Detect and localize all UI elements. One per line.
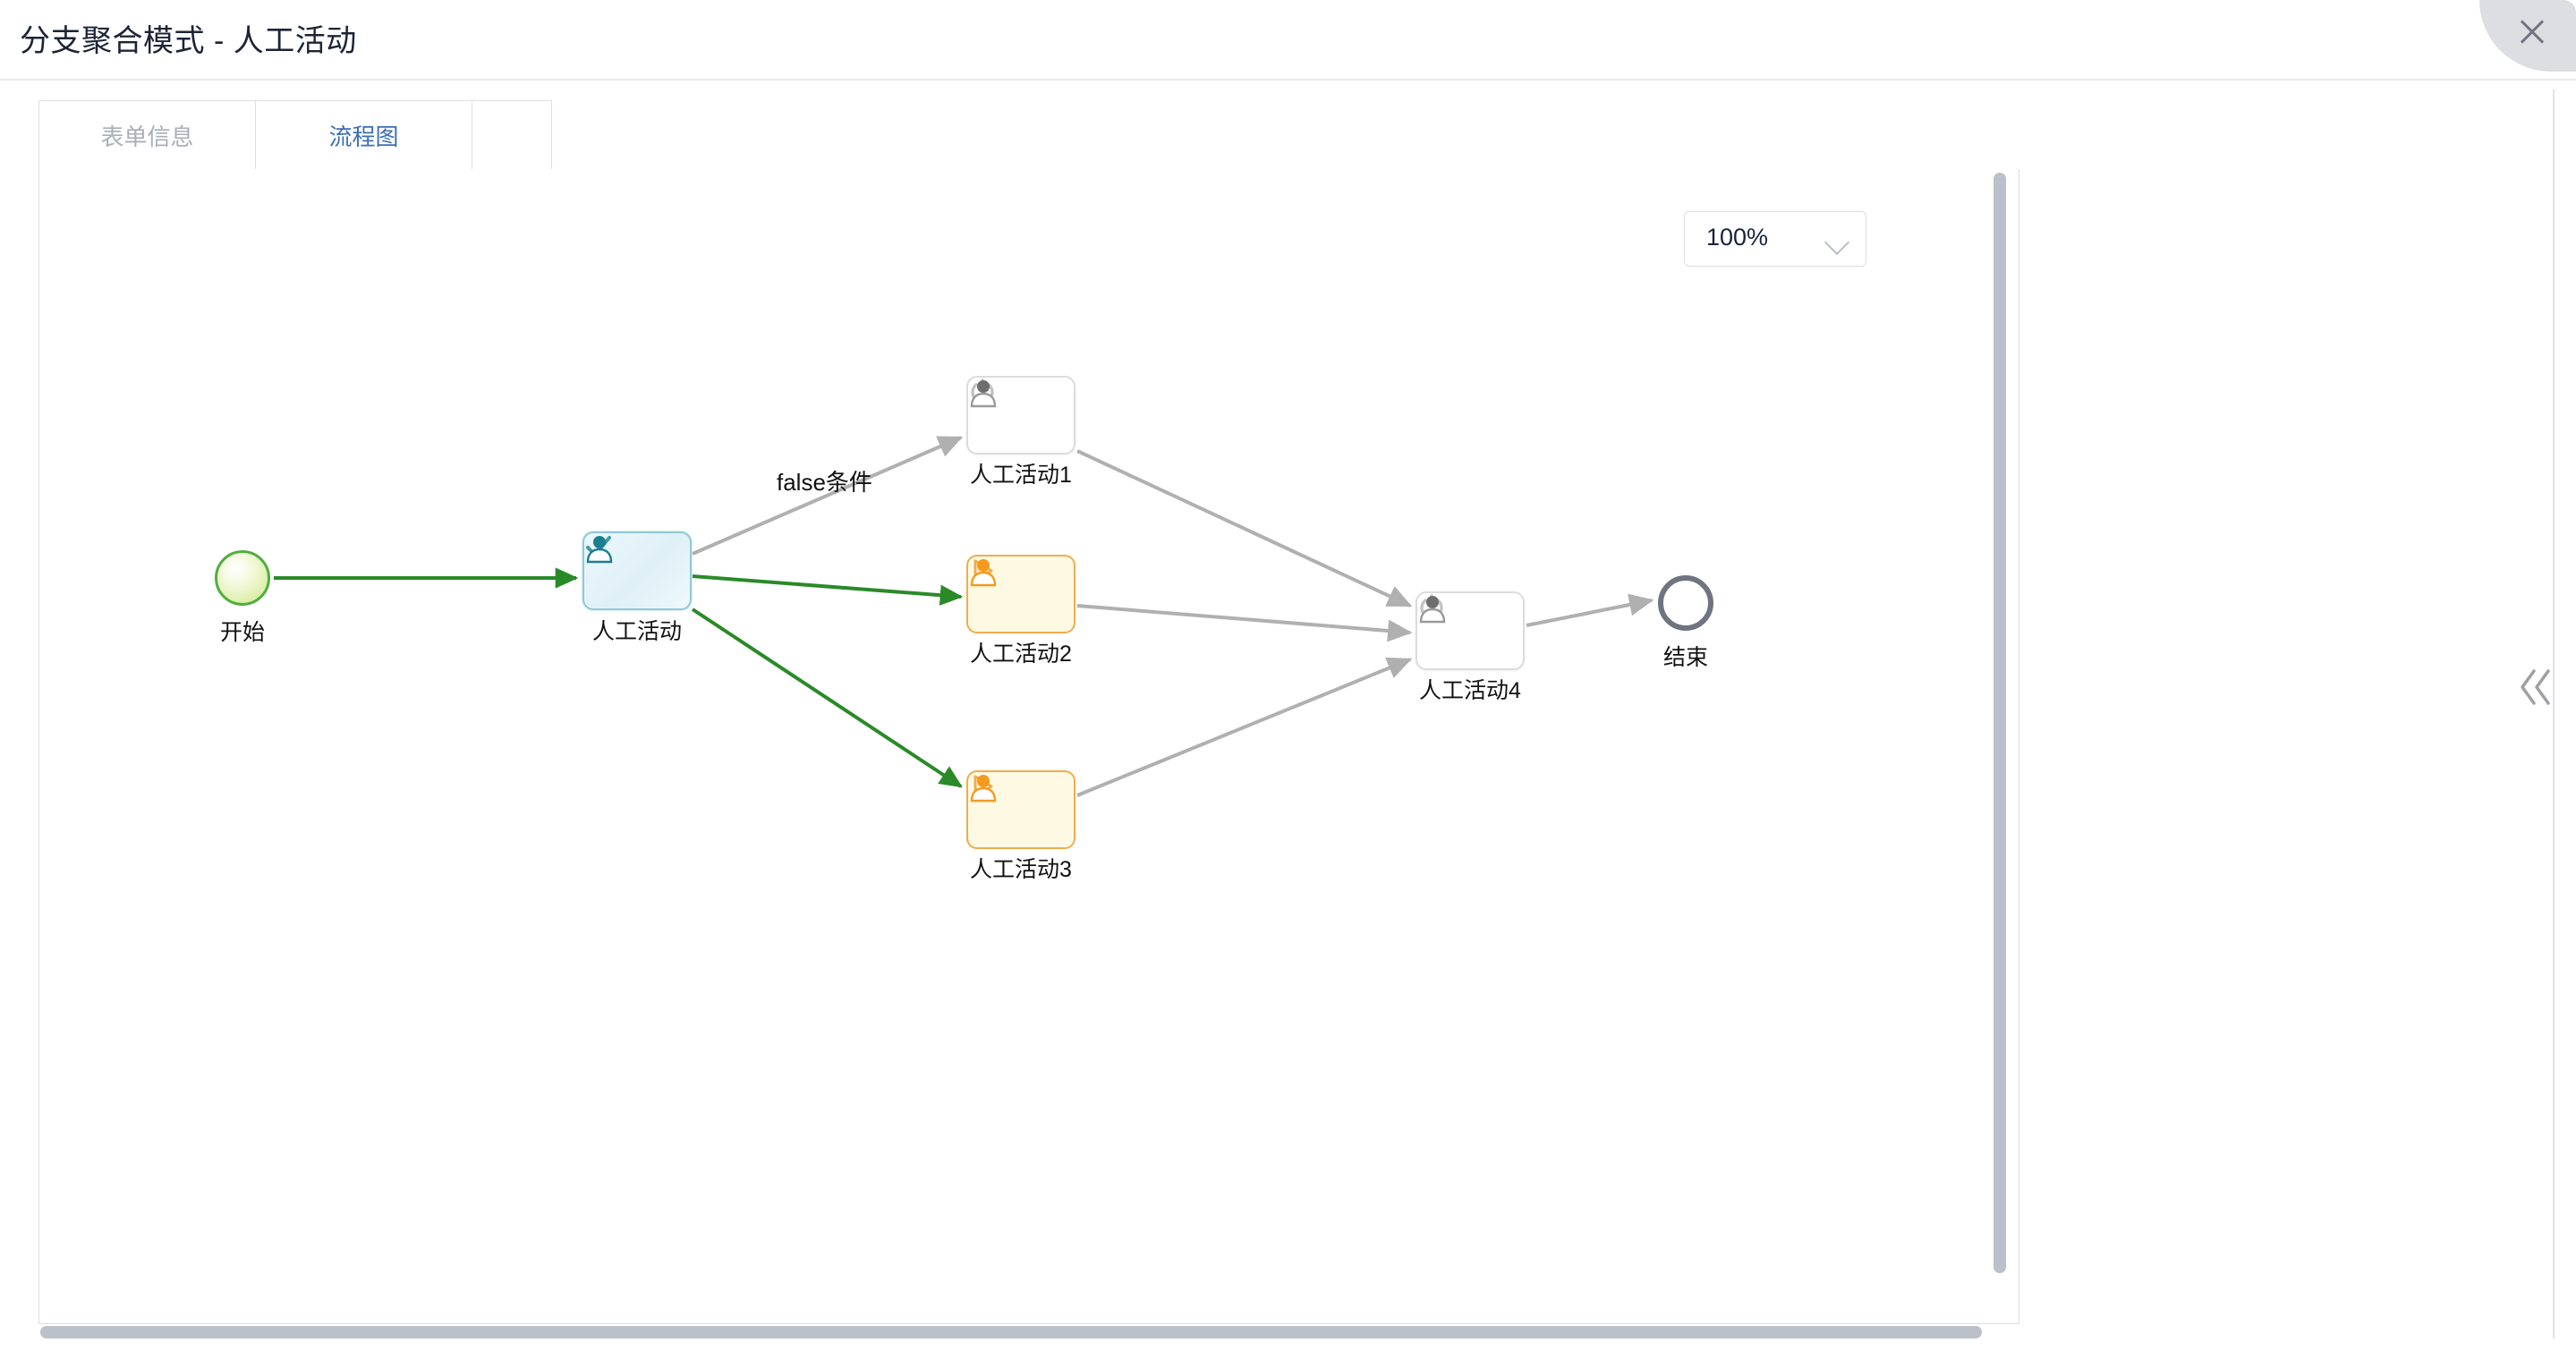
user-icon [970,775,997,803]
horizontal-scrollbar[interactable] [40,1326,2019,1340]
task-box[interactable] [1416,591,1525,670]
node-label-task1: 人工活动1 [970,463,1072,488]
tab-flow-chart[interactable]: 流程图 [255,100,472,170]
tab-bar: 表单信息 流程图 [38,100,552,170]
page-title: 分支聚合模式 - 人工活动 [20,24,357,58]
user-icon [970,559,997,587]
end-event-icon[interactable] [1658,575,1713,631]
side-panel-divider [2553,89,2555,1338]
edge-task0-to-task3 [691,608,963,788]
task-box[interactable] [966,376,1075,455]
node-label-start: 开始 [219,620,265,645]
start-event-icon[interactable] [215,550,270,606]
user-icon [1419,596,1446,624]
vertical-scrollbar[interactable] [1994,173,2008,1273]
zoom-level-value: 100% [1706,224,1769,251]
vertical-scrollbar-thumb[interactable] [1994,173,2006,1273]
dialog-window: 分支聚合模式 - 人工活动 表单信息 流程图 [0,0,2576,1338]
tab-form-info[interactable]: 表单信息 [38,100,255,170]
node-label-task4: 人工活动4 [1419,678,1521,703]
close-icon [2517,16,2547,47]
node-label-task3: 人工活动3 [970,857,1072,882]
horizontal-scrollbar-thumb[interactable] [40,1326,1982,1338]
tab-filler [472,100,552,170]
flow-diagram: false条件 开始 [39,169,2019,1323]
user-icon [586,536,613,564]
task-box[interactable] [966,770,1075,849]
collapse-panel-button[interactable] [2516,662,2555,712]
chevron-down-icon [1824,229,1850,256]
edge-task0-to-task2 [692,574,964,606]
edge-label-false-condition: false条件 [777,469,872,496]
node-label-task0: 人工活动 [591,619,682,644]
tab-label: 流程图 [328,123,399,150]
close-button[interactable] [2479,0,2576,72]
edge-task1-to-task4 [1076,449,1413,608]
tab-label: 表单信息 [100,123,194,150]
edge-task4-to-end [1526,593,1654,627]
dialog-header: 分支聚合模式 - 人工活动 [0,0,2576,81]
edge-task0-to-task1 [692,436,964,556]
zoom-level-select[interactable]: 100% [1684,211,1866,267]
task-box[interactable] [966,555,1075,633]
task-box[interactable] [582,531,692,610]
node-label-task2: 人工活动2 [970,642,1072,667]
user-icon [970,380,997,408]
edge-task2-to-task4 [1076,604,1413,642]
flowchart-canvas[interactable]: false条件 开始 [38,169,2019,1324]
node-label-end: 结束 [1662,645,1708,670]
double-chevron-left-icon [2521,669,2550,705]
edge-task3-to-task4 [1076,657,1413,797]
flow-edges-layer [274,436,1654,797]
